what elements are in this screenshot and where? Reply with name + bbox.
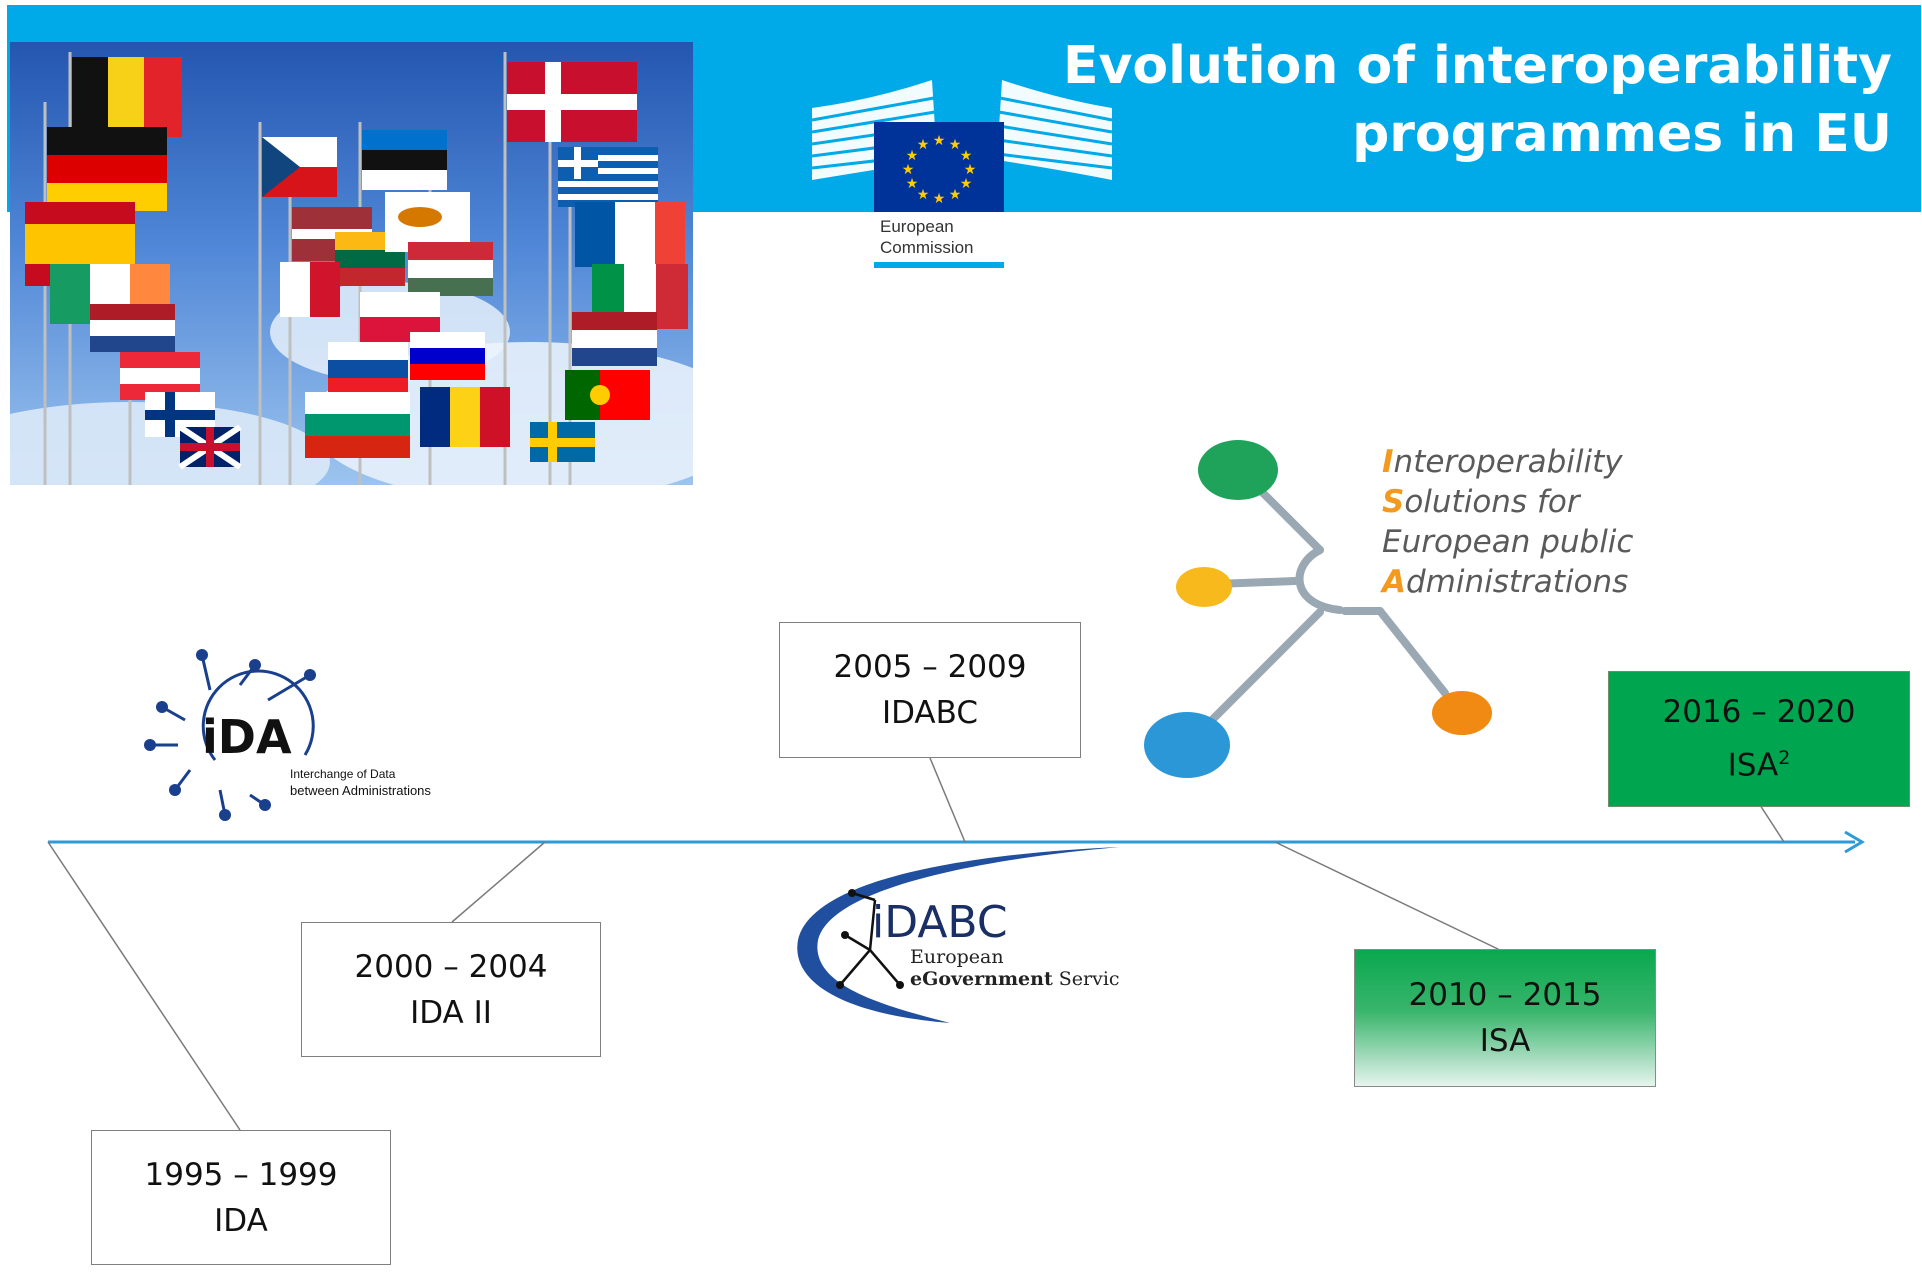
timeline-box-ida: 1995 – 1999 IDA xyxy=(91,1130,391,1265)
svg-text:★: ★ xyxy=(906,176,919,192)
svg-text:★: ★ xyxy=(949,137,962,153)
svg-text:★: ★ xyxy=(917,137,930,153)
isa-yellow-dot-icon xyxy=(1176,567,1232,607)
isa-line-2: Solutions for xyxy=(1382,482,1633,522)
ida-logo: iDA Interchange of Data between Administ… xyxy=(144,649,431,821)
timeline-years: 1995 – 1999 xyxy=(144,1156,338,1193)
isa-line-2-rest: olutions for xyxy=(1404,484,1580,520)
ida-logo-word: iDA xyxy=(202,710,292,764)
svg-text:★: ★ xyxy=(902,162,915,178)
eu-flag-icon xyxy=(874,122,1004,212)
svg-text:★: ★ xyxy=(917,187,930,203)
title-line-1: Evolution of interoperability xyxy=(1063,36,1892,96)
timeline-programme: IDABC xyxy=(881,695,979,731)
timeline-years: 2016 – 2020 xyxy=(1662,694,1856,731)
isa-line-4-rest: dministrations xyxy=(1406,564,1629,600)
isa-line-1-rest: nteroperability xyxy=(1393,444,1623,480)
page-title: Evolution of interoperability programmes… xyxy=(1063,32,1892,168)
timeline-box-idabc: 2005 – 2009 IDABC xyxy=(779,622,1081,758)
idabc-logo-word: iDABC xyxy=(872,897,1008,948)
isa-blue-dot-icon xyxy=(1144,712,1230,778)
timeline-box-ida-ii: 2000 – 2004 IDA II xyxy=(301,922,601,1057)
timeline-box-isa: 2010 – 2015 ISA xyxy=(1354,949,1656,1087)
connector-1995 xyxy=(47,841,241,1131)
isa-orange-dot-icon xyxy=(1432,691,1492,735)
idabc-logo: iDABC European eGovernment Services xyxy=(797,847,1120,1023)
idabc-logo-caption-2-bold: eGovernment xyxy=(910,968,1053,990)
eu-flags-photo xyxy=(10,42,693,485)
isa-line-3: European public xyxy=(1382,522,1633,562)
isa-logo xyxy=(1144,440,1492,778)
svg-text:★: ★ xyxy=(906,148,919,164)
isa-line-4: Administrations xyxy=(1382,562,1633,602)
timeline-programme: ISA xyxy=(1479,1023,1531,1059)
timeline-years: 2005 – 2009 xyxy=(833,649,1027,685)
isa-line-4-initial: A xyxy=(1382,564,1406,600)
connector-2010 xyxy=(1274,841,1501,951)
timeline-programme: IDA II xyxy=(410,994,492,1031)
svg-text:★: ★ xyxy=(960,176,973,192)
svg-text:★: ★ xyxy=(933,191,946,207)
timeline-programme-name: ISA xyxy=(1727,747,1779,784)
timeline-years: 2010 – 2015 xyxy=(1408,977,1602,1013)
svg-text:★: ★ xyxy=(949,187,962,203)
connector-2000 xyxy=(451,841,546,923)
ida-logo-caption-2: between Administrations xyxy=(290,783,431,798)
svg-text:eGovernment Services: eGovernment Services xyxy=(910,968,1120,990)
isa-green-dot-icon xyxy=(1198,440,1278,500)
timeline-programme-superscript: 2 xyxy=(1778,747,1791,770)
timeline-years: 2000 – 2004 xyxy=(354,948,548,985)
ec-logo-line-2: Commission xyxy=(880,238,974,257)
timeline-arrowhead-icon xyxy=(1844,830,1865,854)
timeline-programme: IDA xyxy=(214,1202,268,1239)
idabc-logo-caption-2-rest: Services xyxy=(1053,968,1120,990)
svg-text:★: ★ xyxy=(960,148,973,164)
flags-illustration xyxy=(10,52,693,485)
isa-full-name: Interoperability Solutions for European … xyxy=(1382,442,1633,602)
isa-line-1: Interoperability xyxy=(1382,442,1633,482)
connector-2016 xyxy=(1759,804,1785,843)
timeline-box-isa2: 2016 – 2020 ISA2 xyxy=(1608,671,1910,807)
timeline-programme: ISA2 xyxy=(1609,735,1909,788)
svg-text:★: ★ xyxy=(933,133,946,149)
idabc-logo-caption-1: European xyxy=(910,946,1004,968)
connector-2005 xyxy=(929,757,966,843)
svg-text:★: ★ xyxy=(964,162,977,178)
ida-logo-caption-1: Interchange of Data xyxy=(290,767,396,781)
european-commission-logo: ★★★★★★ ★★★★★★ European Commission xyxy=(812,80,1113,268)
isa-line-1-initial: I xyxy=(1382,444,1394,480)
ec-logo-line-1: European xyxy=(880,217,954,236)
isa-line-3-rest: European public xyxy=(1382,524,1634,560)
title-line-2: programmes in EU xyxy=(1352,104,1892,164)
isa-line-2-initial: S xyxy=(1382,484,1405,520)
